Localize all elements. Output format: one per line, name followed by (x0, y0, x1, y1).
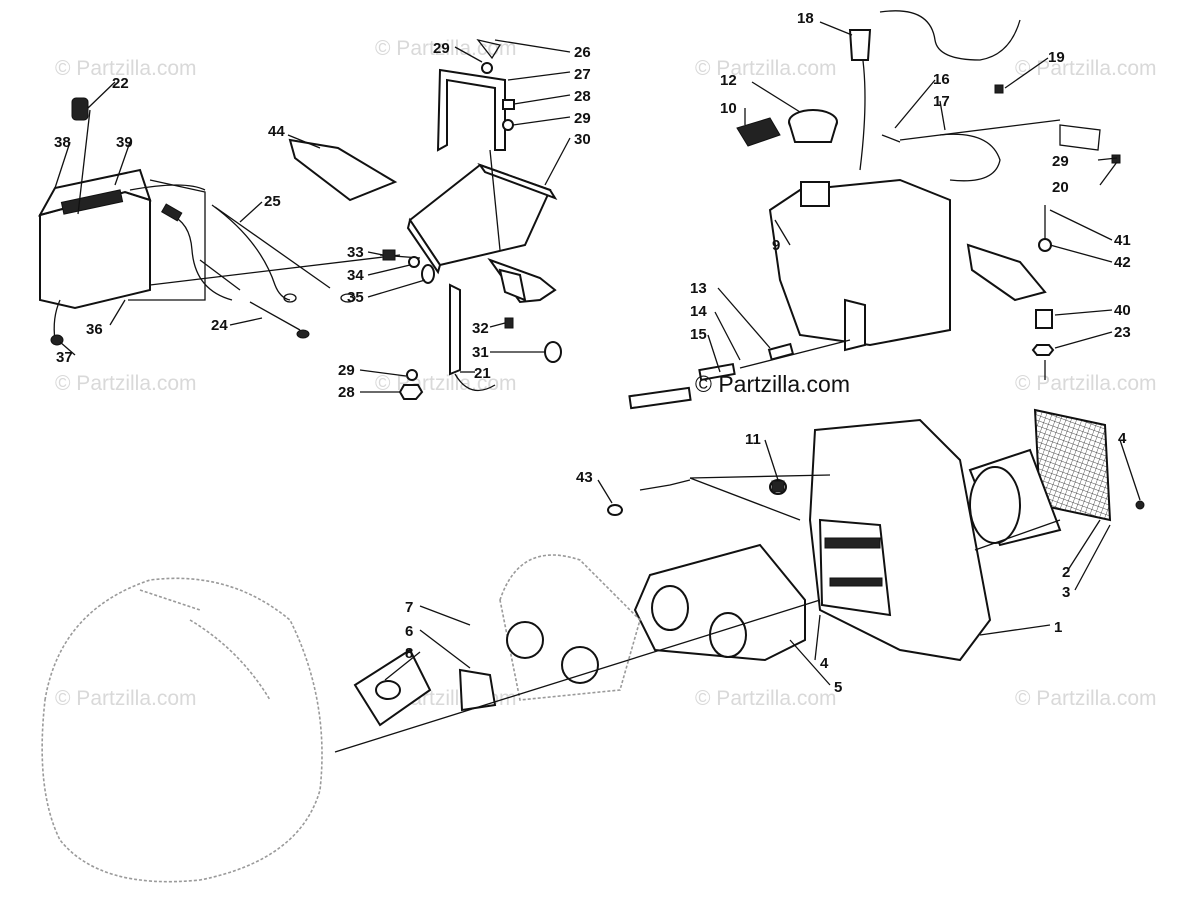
oil-line (939, 133, 1001, 182)
callout-18: 18 (797, 10, 814, 27)
callout-34: 34 (347, 267, 364, 284)
callout-26: 26 (574, 44, 591, 61)
watermark: © Partzilla.com (1015, 57, 1157, 80)
callout-4b: 4 (820, 655, 829, 672)
callout-5: 5 (834, 679, 842, 696)
watermark: © Partzilla.com (1015, 687, 1157, 710)
bolt (382, 249, 396, 261)
battery-cap (71, 97, 89, 121)
callout-35: 35 (347, 289, 364, 306)
oil-tank (768, 178, 951, 347)
callout-15: 15 (690, 326, 707, 343)
hose (628, 386, 692, 410)
callout-19: 19 (1048, 49, 1065, 66)
callout-24: 24 (211, 317, 228, 334)
callout-4a: 4 (1118, 430, 1127, 447)
callout-28b: 28 (338, 384, 355, 401)
callout-14: 14 (690, 303, 707, 320)
callout-41: 41 (1114, 232, 1131, 249)
air-silencer-assembly (607, 408, 1145, 662)
clamp (458, 668, 497, 712)
callout-13: 13 (690, 280, 707, 297)
watermark: © Partzilla.com (695, 57, 837, 80)
spacer (1035, 309, 1053, 329)
callout-25: 25 (264, 193, 281, 210)
watermark: © Partzilla.com (695, 687, 837, 710)
battery-cells (60, 189, 124, 215)
engine (41, 577, 323, 883)
callout-7: 7 (405, 599, 413, 616)
partzilla-watermark: © Partzilla.com (695, 371, 850, 397)
leader-lines (54, 21, 1141, 686)
callout-42: 42 (1114, 254, 1131, 271)
callout-6: 6 (405, 623, 413, 640)
callout-8: 8 (405, 645, 413, 662)
callout-27: 27 (574, 66, 591, 83)
callout-28a: 28 (574, 88, 591, 105)
callout-11: 11 (745, 431, 761, 448)
oil-pump-bracket (966, 243, 1047, 302)
intake-screen (1033, 408, 1112, 522)
callout-12: 12 (720, 72, 737, 89)
callout-44: 44 (268, 123, 285, 140)
callout-3: 3 (1062, 584, 1070, 601)
battery-assembly (37, 97, 401, 346)
battery-tray-assembly (288, 38, 562, 400)
watermark: © Partzilla.com (1015, 372, 1157, 395)
callout-38: 38 (54, 134, 71, 151)
callout-2: 2 (1062, 564, 1070, 581)
callout-36: 36 (86, 321, 103, 338)
callout-22: 22 (112, 75, 129, 92)
callout-21: 21 (474, 365, 491, 382)
hold-down-bracket (436, 68, 506, 152)
callout-17: 17 (933, 93, 950, 110)
callout-29c: 29 (338, 362, 355, 379)
callout-30: 30 (574, 131, 591, 148)
callout-29d: 29 (1052, 153, 1069, 170)
callout-10: 10 (720, 100, 737, 117)
callout-labels: 22 38 39 36 37 24 25 44 29 26 27 28 29 3… (54, 10, 1131, 696)
watermark: © Partzilla.com (375, 37, 517, 60)
battery-pad (288, 138, 398, 202)
battery-strap (449, 283, 461, 376)
grommet (544, 341, 562, 363)
callout-20: 20 (1052, 179, 1069, 196)
oil-tank-assembly (628, 10, 1121, 410)
callout-31: 31 (472, 344, 489, 361)
callout-9: 9 (772, 237, 780, 254)
watermark-grid: © Partzilla.com © Partzilla.com © Partzi… (55, 37, 1157, 710)
callout-29a: 29 (433, 40, 450, 57)
air-boot (633, 543, 806, 662)
watermark: © Partzilla.com (55, 687, 197, 710)
callout-32: 32 (472, 320, 489, 337)
watermark: © Partzilla.com (55, 372, 197, 395)
decal (736, 117, 781, 147)
callout-1: 1 (1054, 619, 1062, 636)
dipstick (848, 29, 872, 61)
callout-23: 23 (1114, 324, 1131, 341)
carburetor-assembly (41, 543, 821, 883)
callout-37: 37 (56, 349, 73, 366)
callout-33: 33 (347, 244, 364, 261)
callout-39: 39 (116, 134, 133, 151)
callout-40: 40 (1114, 302, 1131, 319)
callout-29b: 29 (574, 110, 591, 127)
callout-43: 43 (576, 469, 593, 486)
callout-16: 16 (933, 71, 950, 88)
watermark: © Partzilla.com (55, 57, 197, 80)
